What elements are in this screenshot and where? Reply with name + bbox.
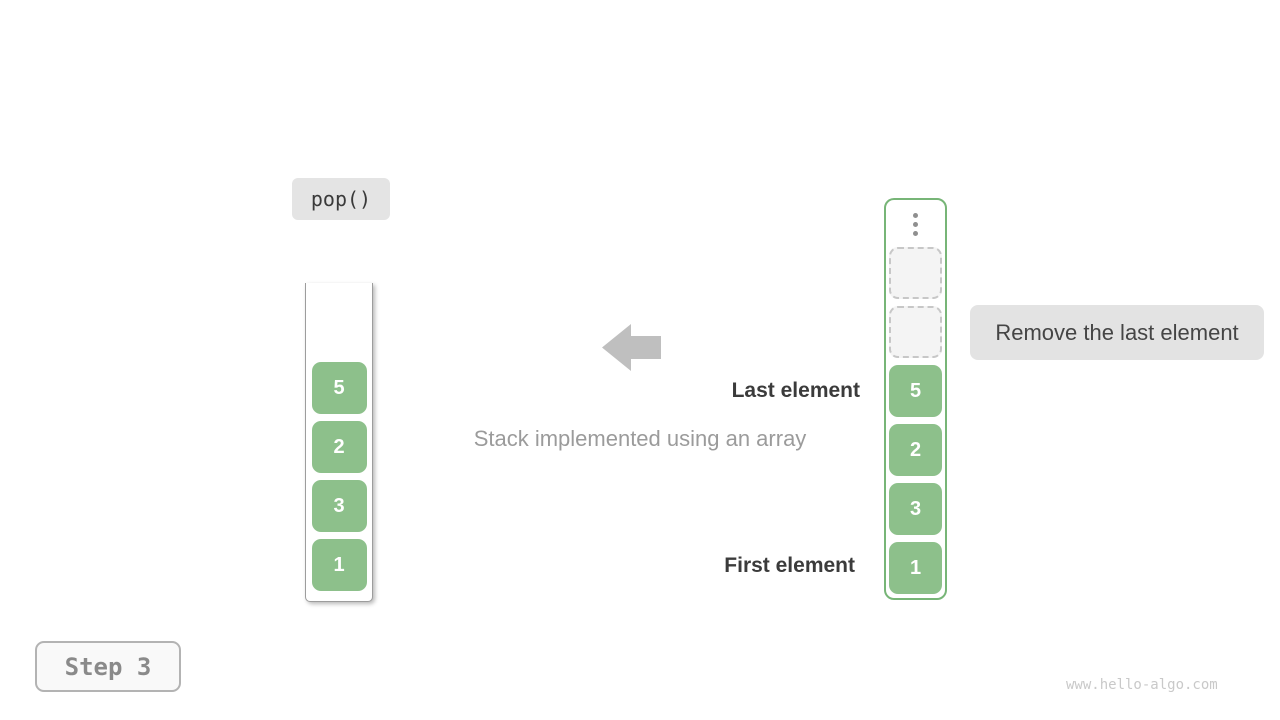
last-element-label: Last element [731,379,860,402]
stack-cell: 2 [311,421,367,473]
watermark: www.hello-algo.com [1066,677,1218,693]
stack-cell: 5 [311,362,367,414]
array-cell: 5 [889,365,942,417]
diagram-caption: Stack implemented using an array [473,426,807,451]
step-badge: Step 3 [35,641,181,692]
first-element-label: First element [724,554,855,577]
left-arrow-icon [602,324,661,371]
array-container: 5 2 3 1 [884,198,947,600]
array-empty-slot [889,306,942,358]
array-cell: 2 [889,424,942,476]
remove-callout: Remove the last element [970,305,1264,360]
array-cell: 3 [889,483,942,535]
array-cell: 1 [889,542,942,594]
stack-cell: 3 [311,480,367,532]
vertical-ellipsis-icon [913,208,918,240]
stack-container: 5 2 3 1 [305,283,373,602]
stack-cell: 1 [311,539,367,591]
pop-operation-label: pop() [292,178,390,220]
array-empty-slot [889,247,942,299]
